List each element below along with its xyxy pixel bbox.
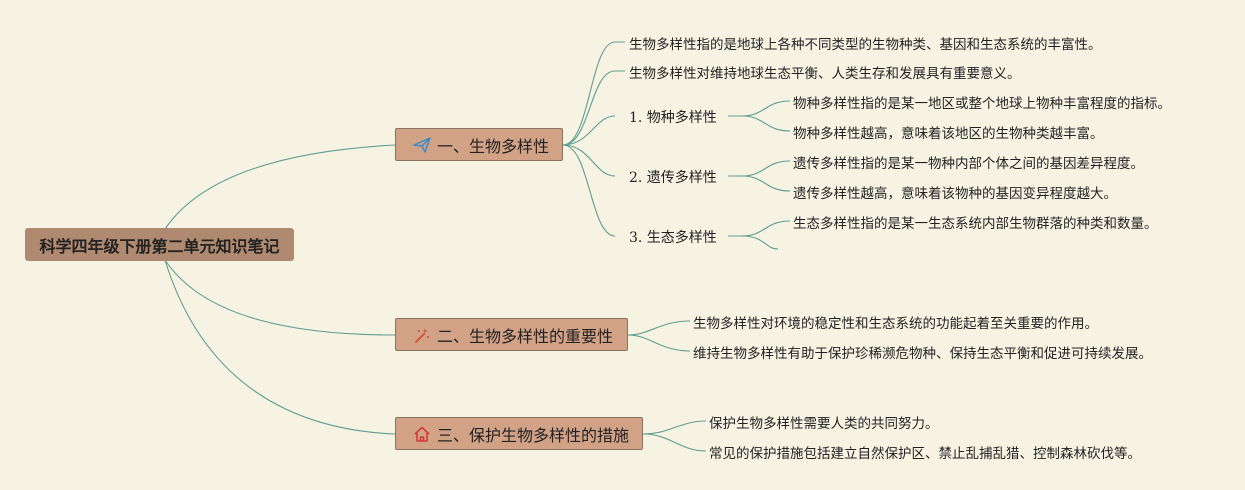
branch-title: 一、生物多样性	[437, 136, 550, 156]
leaf-text: 保护生物多样性需要人类的共同努力。	[709, 416, 939, 432]
leaf-text: 物种多样性越高，意味着该地区的生物种类越丰富。	[793, 126, 1104, 142]
magic-wand-icon	[413, 326, 431, 344]
root-node[interactable]: 科学四年级下册第二单元知识笔记	[25, 228, 294, 261]
leaf-text: 遗传多样性越高，意味着该物种的基因变异程度越大。	[793, 186, 1117, 202]
leaf-text: 生物多样性对环境的稳定性和生态系统的功能起着至关重要的作用。	[693, 316, 1098, 332]
leaf-text: 生态多样性指的是某一生态系统内部生物群落的种类和数量。	[793, 216, 1158, 232]
root-title: 科学四年级下册第二单元知识笔记	[39, 236, 280, 256]
branch-title: 二、生物多样性的重要性	[437, 326, 614, 346]
branch-importance[interactable]: 二、生物多样性的重要性	[395, 318, 628, 351]
sub-ecosystem-diversity[interactable]: 3. 生态多样性	[629, 230, 717, 246]
leaf-text: 常见的保护措施包括建立自然保护区、禁止乱捕乱猎、控制森林砍伐等。	[709, 446, 1141, 462]
branch-biodiversity[interactable]: 一、生物多样性	[395, 128, 563, 161]
leaf-text: 物种多样性指的是某一地区或整个地球上物种丰富程度的指标。	[793, 96, 1171, 112]
paper-plane-icon	[413, 136, 431, 154]
leaf-text: 遗传多样性指的是某一物种内部个体之间的基因差异程度。	[793, 156, 1144, 172]
sub-species-diversity[interactable]: 1. 物种多样性	[629, 110, 717, 126]
sub-genetic-diversity[interactable]: 2. 遗传多样性	[629, 170, 717, 186]
branch-protection[interactable]: 三、保护生物多样性的措施	[395, 417, 643, 450]
house-icon	[413, 425, 431, 443]
leaf-text: 生物多样性指的是地球上各种不同类型的生物种类、基因和生态系统的丰富性。	[629, 37, 1102, 53]
leaf-text: 维持生物多样性有助于保护珍稀濒危物种、保持生态平衡和促进可持续发展。	[693, 346, 1152, 362]
branch-title: 三、保护生物多样性的措施	[437, 425, 630, 445]
leaf-text: 生物多样性对维持地球生态平衡、人类生存和发展具有重要意义。	[629, 66, 1021, 82]
